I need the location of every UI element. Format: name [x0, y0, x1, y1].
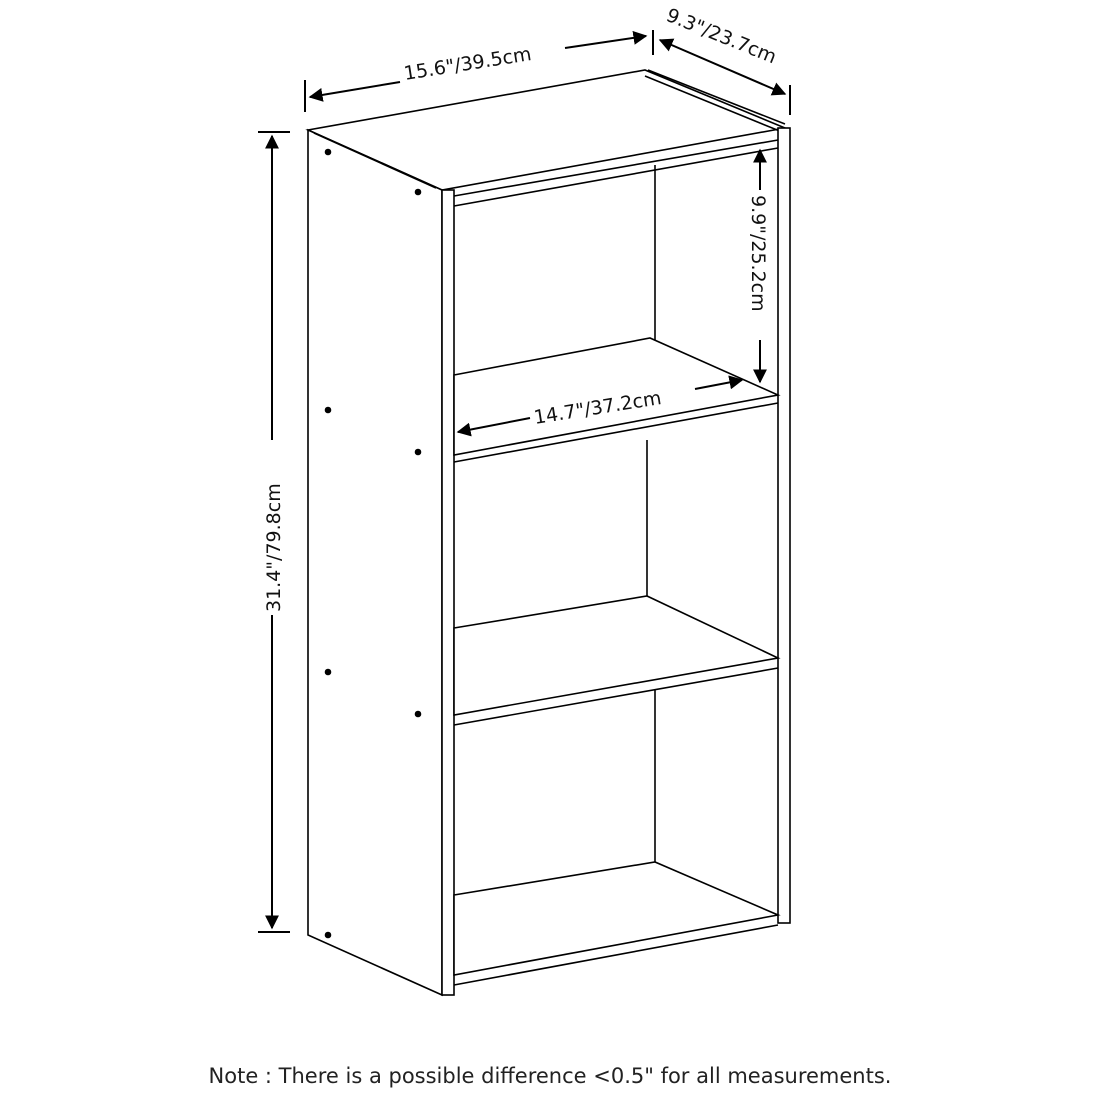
- width-label: 15.6"/39.5cm: [402, 43, 533, 85]
- depth-label: 9.3"/23.7cm: [663, 4, 779, 68]
- bookcase-outline: [305, 69, 791, 997]
- shelf-height-label: 9.9"/25.2cm: [747, 195, 769, 312]
- dimension-lines: [258, 30, 791, 933]
- measurement-note: Note : There is a possible difference <0…: [208, 1064, 892, 1088]
- height-label: 31.4"/79.8cm: [263, 483, 285, 612]
